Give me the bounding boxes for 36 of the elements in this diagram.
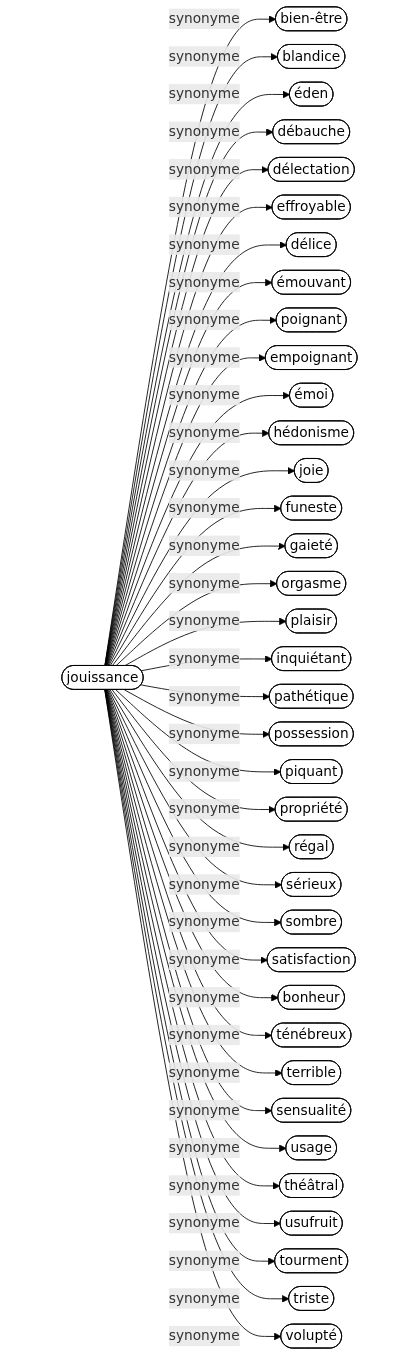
edge-label: synonyme (168, 951, 240, 968)
edge-label: synonyme (168, 612, 240, 629)
edge-label: synonyme (168, 461, 240, 479)
edge-label: synonyme (168, 988, 240, 1006)
edge-label: synonyme (168, 650, 240, 667)
edge-label: synonyme (168, 762, 240, 780)
edge-label: synonyme (168, 1289, 240, 1307)
edge-label: synonyme (168, 1214, 240, 1231)
edge-label: synonyme (168, 800, 240, 817)
edge-label: synonyme (168, 123, 240, 140)
edge-label: synonyme (168, 47, 240, 65)
edge-label: synonyme (168, 574, 240, 592)
edge-label: synonyme (168, 1064, 240, 1081)
edge-label: synonyme (168, 838, 240, 855)
edge-label: synonyme (168, 1139, 240, 1156)
edge-label: synonyme (168, 1327, 240, 1344)
edge-label: synonyme (168, 499, 240, 516)
edge-label: synonyme (168, 198, 240, 215)
edge-label: synonyme (168, 1026, 240, 1043)
edge-label: synonyme (168, 537, 240, 554)
edge-label: synonyme (168, 348, 240, 366)
edge-label: synonyme (168, 273, 240, 290)
edge-label: synonyme (168, 85, 240, 102)
edge-label: synonyme (168, 1176, 240, 1194)
edge-label: synonyme (168, 913, 240, 930)
edge-label: synonyme (168, 311, 240, 328)
edge-label: synonyme (168, 236, 240, 253)
edge-label: synonyme (168, 386, 240, 403)
edge-label: synonyme (168, 424, 240, 441)
edge-label: synonyme (168, 1101, 240, 1118)
edge-label: synonyme (168, 10, 240, 27)
edge-label: synonyme (168, 725, 240, 742)
edge-label: synonyme (168, 687, 240, 704)
edge-label: synonyme (168, 1252, 240, 1269)
edge-label: synonyme (168, 875, 240, 893)
edge-label: synonyme (168, 160, 240, 178)
